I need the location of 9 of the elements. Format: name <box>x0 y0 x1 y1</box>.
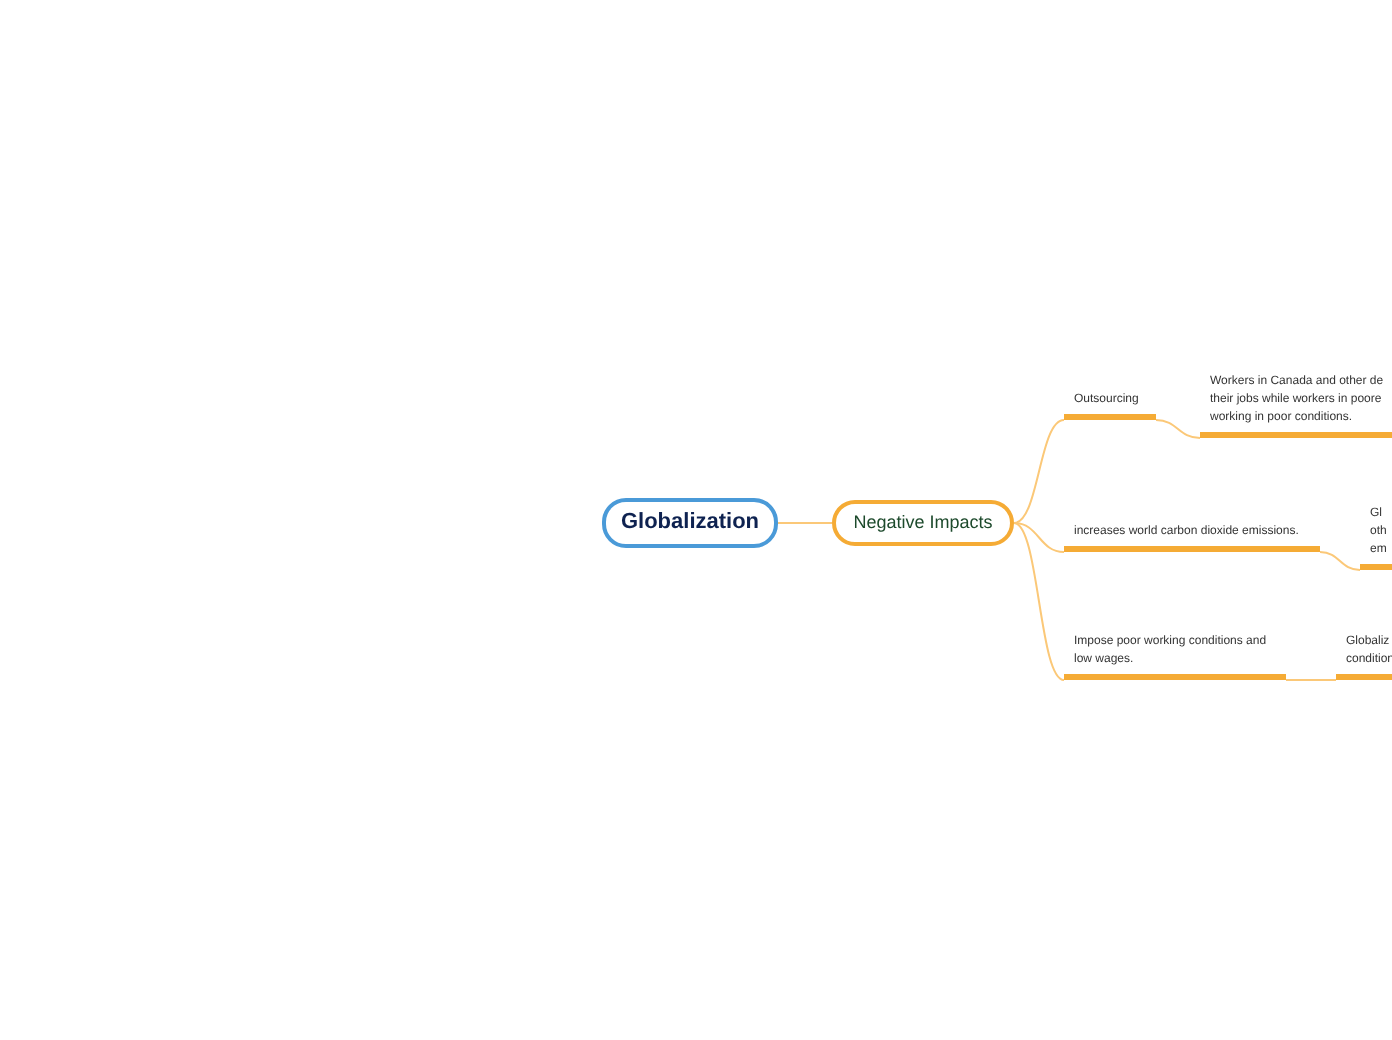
connector-line <box>777 522 833 524</box>
connector-line <box>1155 419 1201 439</box>
connector-line <box>1285 679 1337 681</box>
connector-line <box>1013 522 1065 681</box>
central-topic: Globalization <box>602 498 778 548</box>
main-topic: Negative Impacts <box>832 500 1014 546</box>
connector-line <box>1013 522 1065 553</box>
connector-line <box>1013 419 1065 524</box>
connector-line <box>1319 551 1361 571</box>
